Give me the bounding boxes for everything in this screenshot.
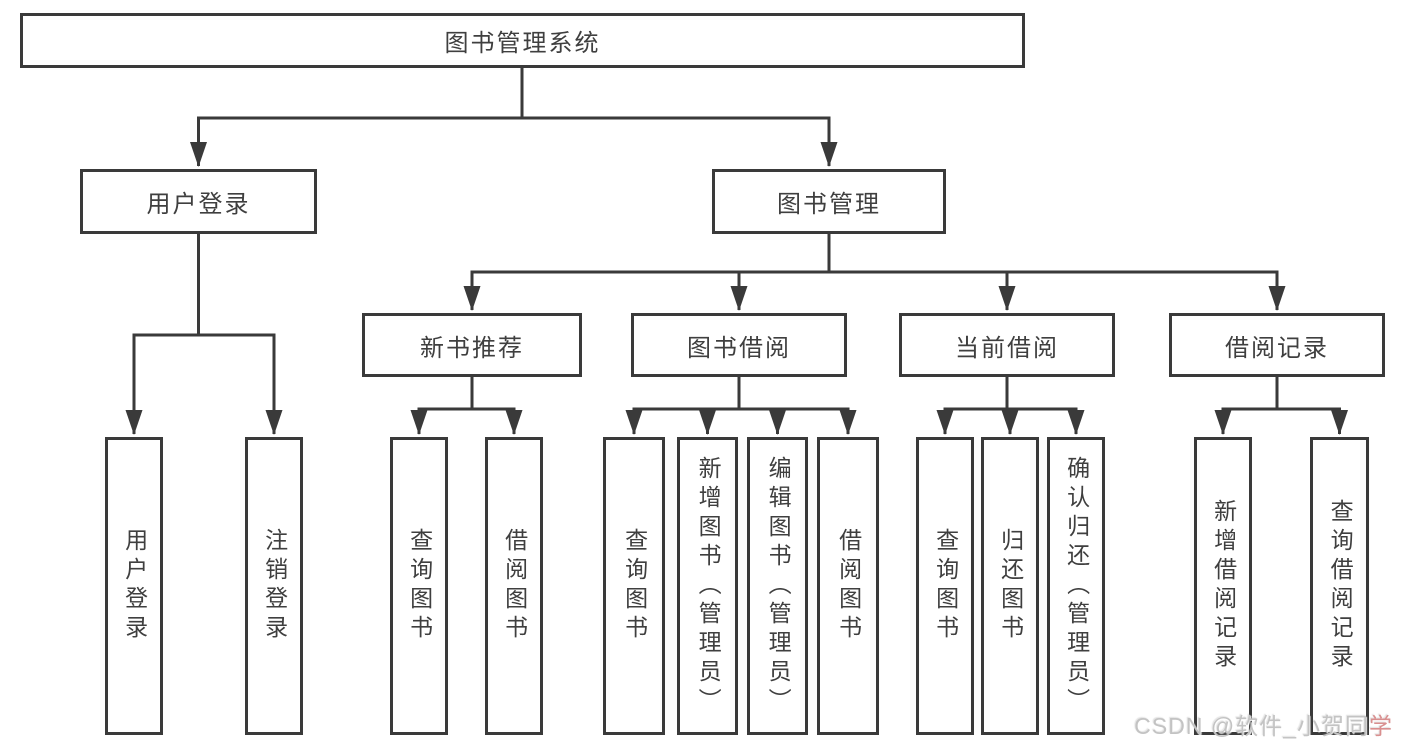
leaf-return-book: 归还图书	[981, 437, 1039, 735]
leaf-add-book-admin: 新增图书（管理员）	[677, 437, 738, 735]
watermark: CSDN @软件_小贺同学	[1134, 707, 1393, 741]
leaf-query-books-borrowing: 查询图书	[603, 437, 665, 735]
node-new-book-recommend: 新书推荐	[362, 313, 582, 377]
node-user-login-branch: 用户登录	[80, 169, 317, 234]
leaf-logout: 注销登录	[245, 437, 303, 735]
node-root-system: 图书管理系统	[20, 13, 1025, 68]
connector-sec3-to-leaves	[1223, 377, 1340, 411]
leaf-edit-book-admin-label: 编辑图书（管理员）	[765, 455, 792, 717]
connector-books-to-sections	[472, 234, 1277, 274]
leaf-edit-book-admin: 编辑图书（管理员）	[747, 437, 808, 735]
node-book-borrowing-label: 图书借阅	[687, 334, 791, 362]
node-borrowing-records-label: 借阅记录	[1225, 334, 1329, 362]
leaf-confirm-return-admin: 确认归还（管理员）	[1047, 437, 1105, 735]
node-new-book-recommend-label: 新书推荐	[420, 334, 524, 362]
connector-login-to-leaves	[134, 234, 274, 337]
leaf-query-books-recommend: 查询图书	[390, 437, 448, 735]
connector-root-to-level2	[198, 68, 829, 120]
node-book-management-branch: 图书管理	[712, 169, 946, 234]
node-current-borrowing: 当前借阅	[899, 313, 1115, 377]
leaf-borrow-books-borrowing: 借阅图书	[817, 437, 879, 735]
node-user-login-label: 用户登录	[146, 191, 251, 218]
connector-sec0-to-leaves	[419, 377, 514, 411]
leaf-add-borrow-record-label: 新增借阅记录	[1210, 499, 1237, 673]
node-book-borrowing: 图书借阅	[631, 313, 847, 377]
node-borrowing-records: 借阅记录	[1169, 313, 1385, 377]
leaf-query-books-recommend-label: 查询图书	[406, 528, 433, 644]
leaf-query-borrow-record-label: 查询借阅记录	[1327, 499, 1354, 673]
leaf-user-login-label: 用户登录	[121, 528, 148, 644]
leaf-query-books-current-label: 查询图书	[932, 528, 959, 644]
node-current-borrowing-label: 当前借阅	[955, 334, 1059, 362]
leaf-borrow-books-recommend-label: 借阅图书	[501, 528, 528, 644]
connector-sec2-to-leaves	[945, 377, 1076, 411]
leaf-add-borrow-record: 新增借阅记录	[1194, 437, 1252, 735]
leaf-return-book-label: 归还图书	[997, 528, 1024, 644]
leaf-add-book-admin-label: 新增图书（管理员）	[695, 455, 722, 717]
node-book-management-label: 图书管理	[777, 191, 881, 218]
watermark-accent: 学	[1369, 713, 1393, 739]
leaf-borrow-books-recommend: 借阅图书	[485, 437, 543, 735]
connector-sec1-to-leaves	[634, 377, 848, 411]
leaf-logout-label: 注销登录	[261, 528, 288, 644]
leaf-confirm-return-admin-label: 确认归还（管理员）	[1063, 455, 1090, 717]
node-root-label: 图书管理系统	[444, 30, 601, 57]
leaf-query-borrow-record: 查询借阅记录	[1310, 437, 1369, 735]
leaf-query-books-borrowing-label: 查询图书	[621, 528, 648, 644]
watermark-text: CSDN @软件_小贺同	[1134, 713, 1369, 739]
leaf-query-books-current: 查询图书	[916, 437, 974, 735]
leaf-user-login: 用户登录	[105, 437, 163, 735]
leaf-borrow-books-borrowing-label: 借阅图书	[835, 528, 862, 644]
